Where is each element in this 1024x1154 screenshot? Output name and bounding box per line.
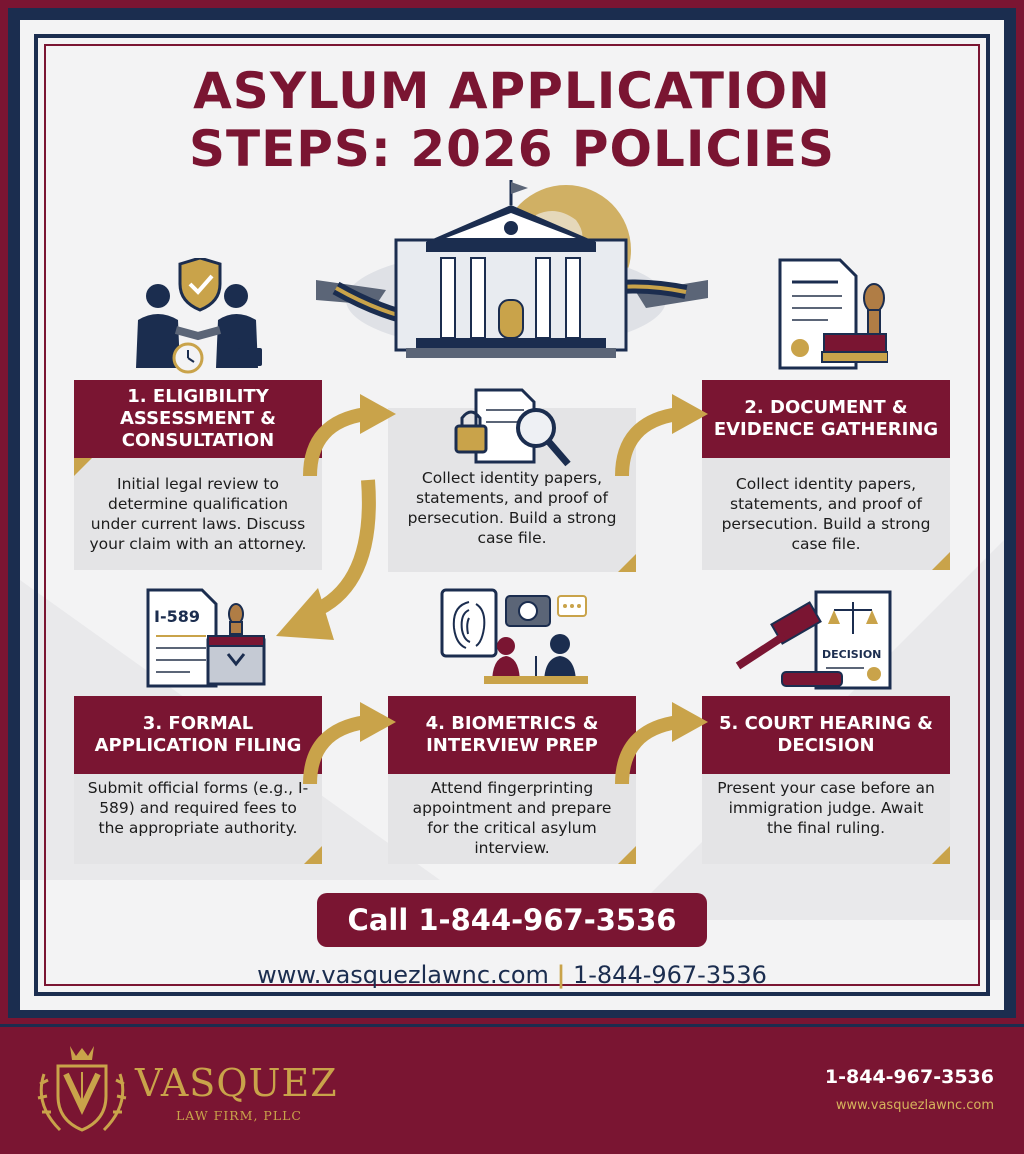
brand-subtitle: LAW FIRM, PLLC [176, 1108, 302, 1123]
step-description: Collect identity papers, statements, and… [702, 458, 950, 570]
arrow-right-icon [615, 394, 708, 477]
step-card-3: 3. FORMAL APPLICATION FILING Submit offi… [74, 696, 322, 864]
step-heading: 2. DOCUMENT & EVIDENCE GATHERING [702, 380, 950, 458]
step-heading: 5. COURT HEARING & DECISION [702, 696, 950, 774]
website-link[interactable]: www.vasquezlawnc.com [257, 961, 549, 989]
separator: | [556, 961, 566, 989]
courthouse-globe-illustration [316, 180, 708, 358]
inner-navy-rule [34, 34, 990, 996]
arrow-right-icon [303, 394, 396, 477]
step-description: Initial legal review to determine qualif… [74, 458, 322, 570]
phone-link[interactable]: 1-844-967-3536 [572, 961, 767, 989]
i589-form-ballot-box-icon: I-589 [146, 588, 266, 688]
step-card-5: 5. COURT HEARING & DECISION Present your… [702, 696, 950, 864]
stamped-document-icon [778, 258, 888, 370]
footer-bar [0, 1024, 1024, 1154]
fingerprint-interview-icon [440, 588, 588, 684]
page-title-line-1: ASYLUM APPLICATION [193, 62, 831, 120]
step-card-collect: Collect identity papers, statements, and… [388, 408, 636, 572]
brand-name: VASQUEZ [135, 1061, 338, 1105]
inner-maroon-rule [44, 44, 980, 986]
step-heading: 4. BIOMETRICS & INTERVIEW PREP [388, 696, 636, 774]
step-heading: 1. ELIGIBILITY ASSESSMENT & CONSULTATION [74, 380, 322, 458]
arrow-right-icon [615, 702, 708, 785]
step-description: Submit official forms (e.g., I-589) and … [74, 774, 322, 864]
step-card-4: 4. BIOMETRICS & INTERVIEW PREP Attend fi… [388, 696, 636, 864]
step-card-2: 2. DOCUMENT & EVIDENCE GATHERING Collect… [702, 380, 950, 570]
page-title-line-2: STEPS: 2026 POLICIES [189, 120, 835, 178]
decision-label: DECISION [822, 648, 881, 661]
step-description: Attend fingerprinting appointment and pr… [388, 774, 636, 864]
step-description: Collect identity papers, statements, and… [388, 408, 636, 572]
lock-magnifier-icon [454, 388, 571, 467]
contact-line: www.vasquezlawnc.com | 1-844-967-3536 [0, 960, 1024, 990]
footer-website[interactable]: www.vasquezlawnc.com [835, 1098, 994, 1113]
firm-crest-logo [37, 1046, 127, 1132]
gavel-decision-icon: DECISION [735, 590, 892, 690]
footer-phone[interactable]: 1-844-967-3536 [824, 1066, 994, 1088]
call-button[interactable]: Call 1-844-967-3536 [317, 893, 707, 947]
form-label: I-589 [154, 607, 200, 626]
step-description: Present your case before an immigration … [702, 774, 950, 864]
handshake-icon [136, 258, 262, 374]
step-heading: 3. FORMAL APPLICATION FILING [74, 696, 322, 774]
arrow-down-left-icon [276, 479, 376, 640]
arrow-right-icon [303, 702, 396, 785]
step-card-1: 1. ELIGIBILITY ASSESSMENT & CONSULTATION… [74, 380, 322, 570]
